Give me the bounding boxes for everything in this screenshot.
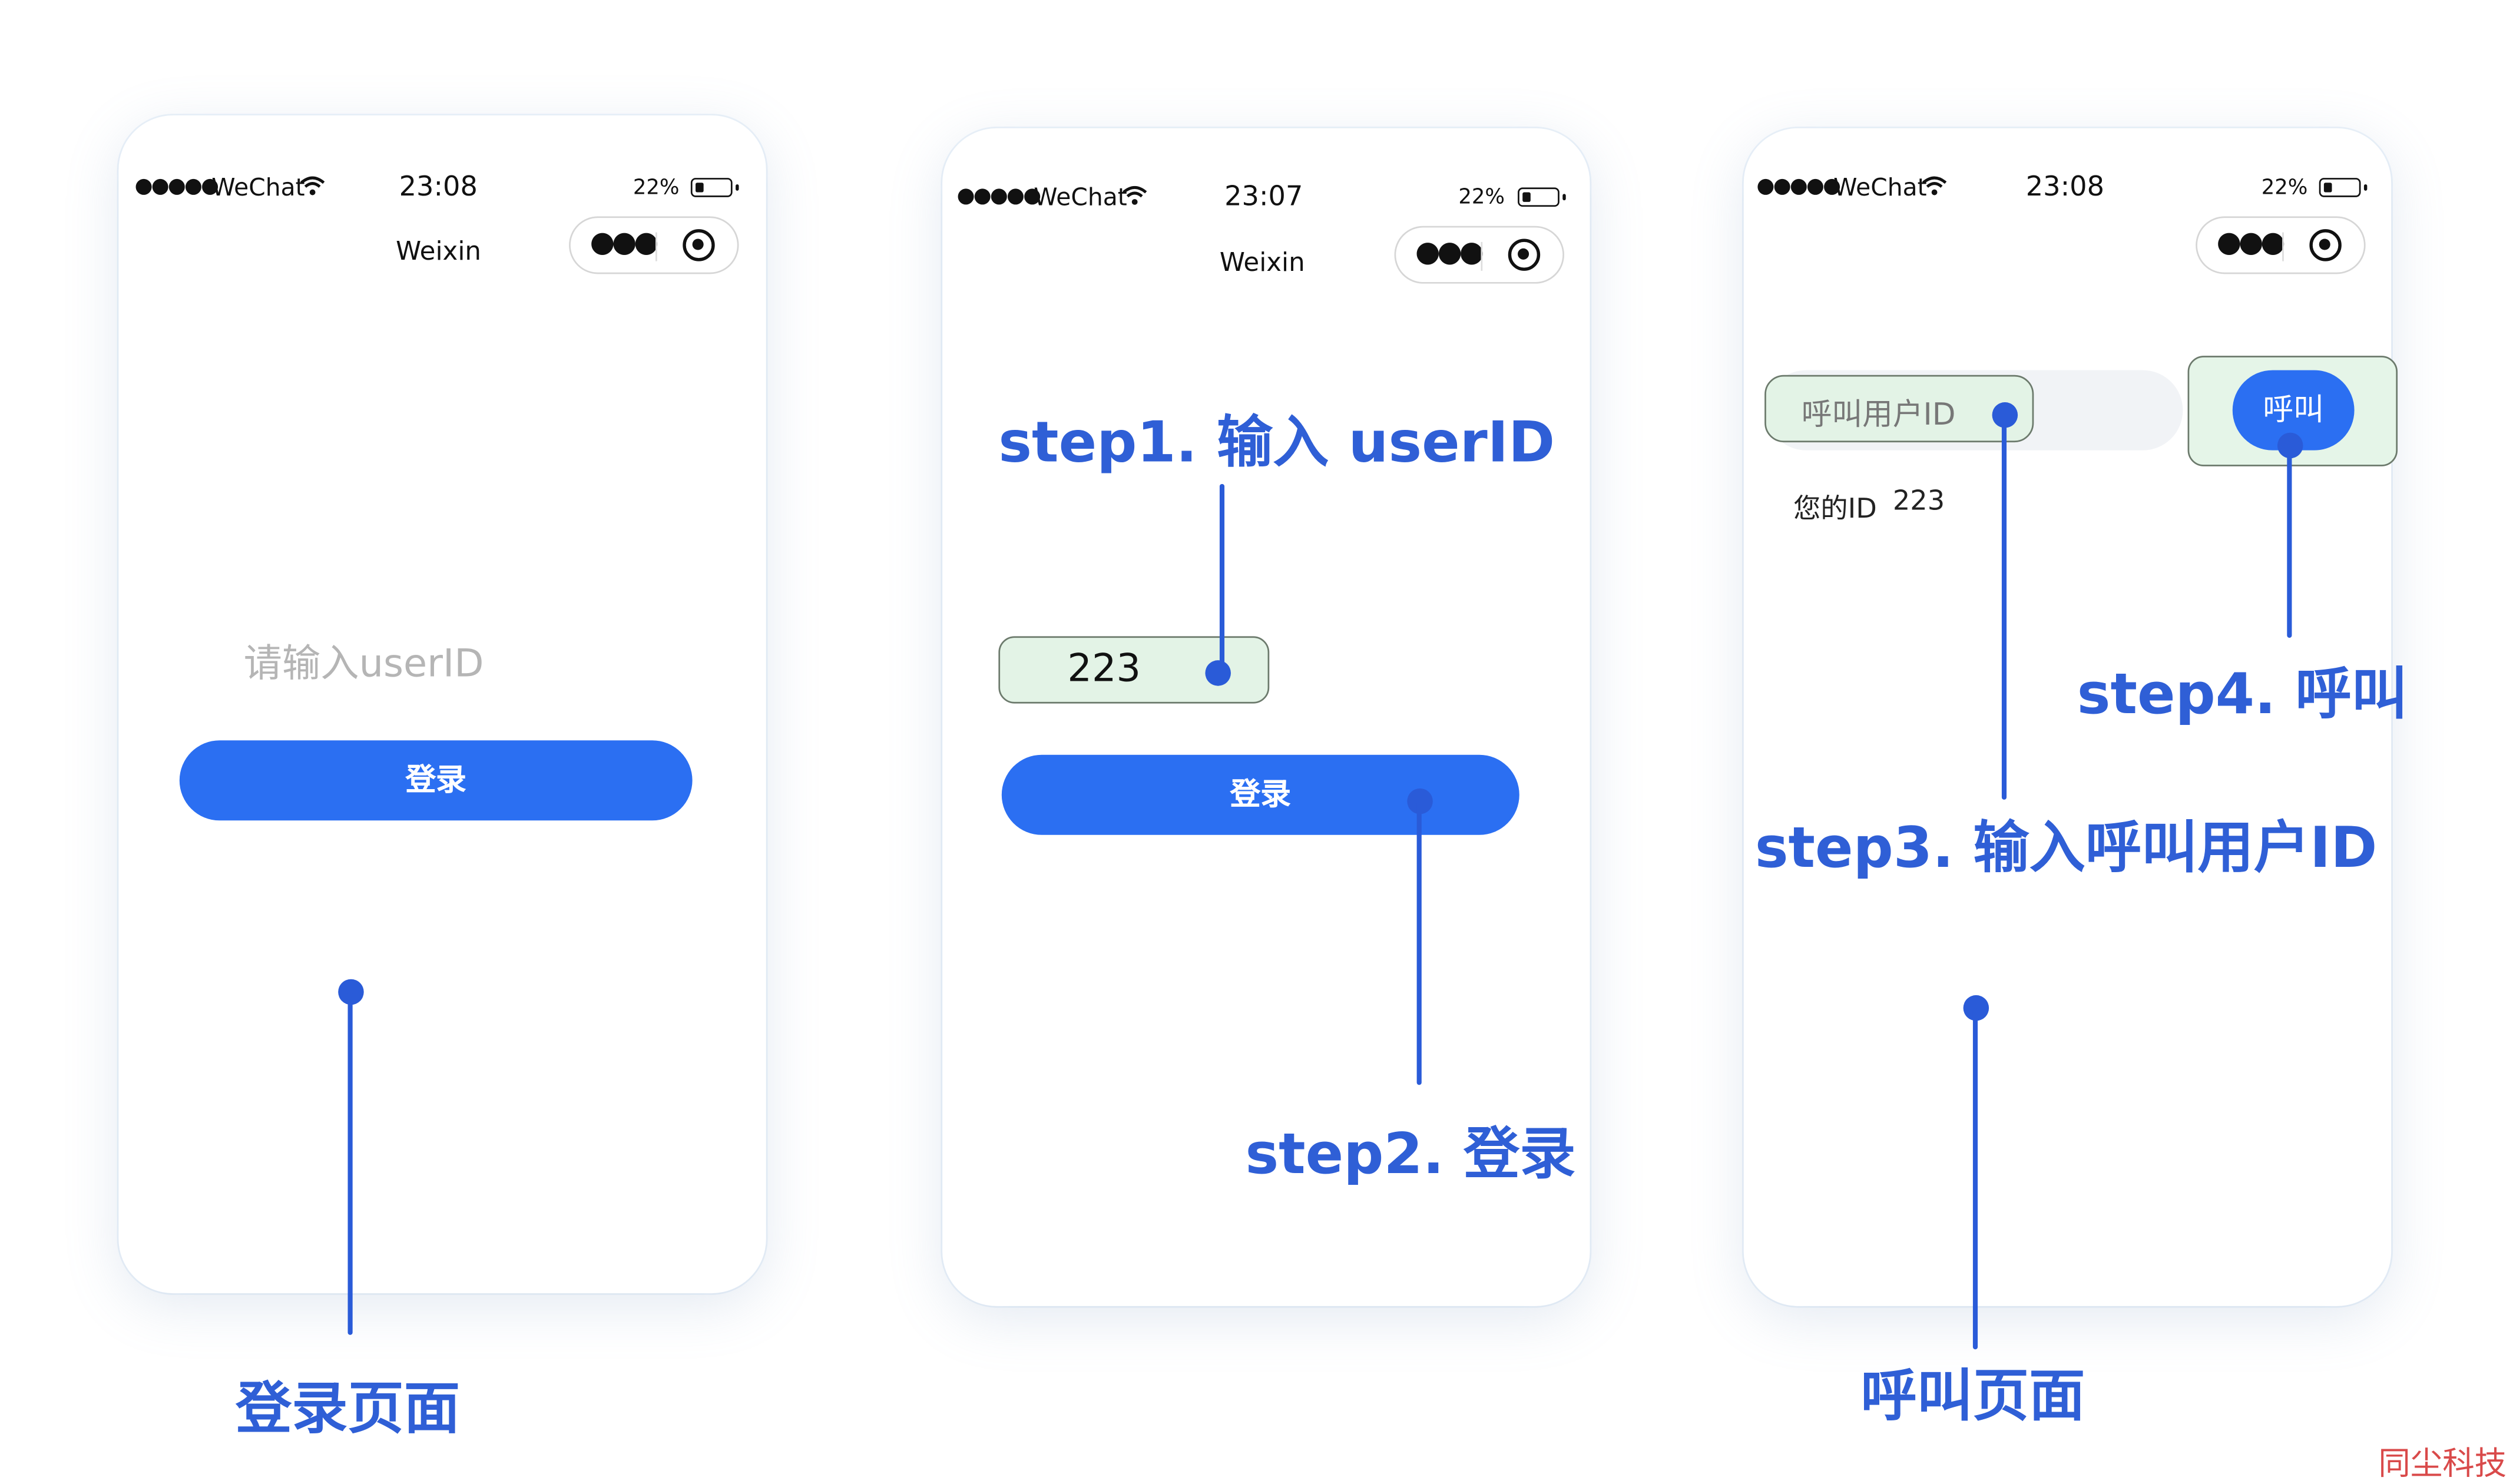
mini-program-capsule[interactable]: ●●● — [2196, 216, 2366, 274]
more-icon[interactable]: ●●● — [590, 226, 658, 260]
step4-annotation: step4. 呼叫 — [2077, 663, 2408, 728]
my-id-label: 您的ID — [1793, 493, 1877, 526]
login-button[interactable]: 登录 — [179, 740, 693, 821]
close-mini-program-icon[interactable] — [1508, 238, 1541, 271]
step3-connector — [2001, 415, 2007, 800]
login-button-label: 登录 — [1230, 777, 1292, 813]
step4-connector — [2287, 445, 2292, 638]
battery-icon — [2319, 178, 2368, 197]
clock: 23:08 — [399, 171, 478, 204]
step2-connector — [1416, 801, 1422, 1085]
more-icon[interactable]: ●●● — [1415, 236, 1484, 270]
wifi-icon — [1922, 176, 1947, 196]
signal-icon: ●●●●● — [956, 184, 1041, 208]
login-page-caption: 登录页面 — [236, 1378, 461, 1443]
capsule-divider — [2282, 232, 2284, 261]
battery-percent: 22% — [2261, 176, 2308, 201]
mini-program-capsule[interactable]: ●●● — [1394, 226, 1564, 284]
step1-annotation: step1. 输入 userID — [998, 412, 1555, 476]
login-page-connector — [347, 992, 353, 1335]
signal-icon: ●●●●● — [134, 174, 219, 199]
carrier-label: WeChat — [1034, 183, 1127, 212]
mini-program-capsule[interactable]: ●●● — [569, 216, 739, 274]
wifi-icon — [300, 176, 325, 196]
battery-percent: 22% — [633, 176, 680, 201]
call-page-connector — [1972, 1008, 1978, 1350]
carrier-label: WeChat — [211, 173, 305, 202]
capsule-divider — [655, 232, 657, 261]
nav-title: Weixin — [396, 236, 482, 266]
login-button-label: 登录 — [405, 763, 466, 799]
carrier-label: WeChat — [1833, 173, 1927, 202]
callee-id-input[interactable]: 呼叫用户ID — [1764, 375, 2034, 443]
signal-icon: ●●●●● — [1756, 174, 1841, 199]
more-icon[interactable]: ●●● — [2216, 226, 2286, 260]
step1-marker — [1205, 660, 1231, 686]
step2-annotation: step2. 登录 — [1245, 1123, 1576, 1188]
step3-annotation: step3. 输入呼叫用户ID — [1754, 817, 2378, 882]
battery-icon — [1518, 187, 1566, 207]
battery-icon — [690, 178, 739, 197]
clock: 23:08 — [2025, 171, 2105, 204]
step1-connector — [1219, 483, 1225, 673]
phone-call-screen: ●●●●● WeChat 23:08 22% ●●● 呼叫用户ID 您的ID 2… — [1743, 128, 2392, 1306]
userid-input[interactable]: 请输入userID — [244, 631, 644, 689]
battery-percent: 22% — [1458, 186, 1505, 210]
my-id-value: 223 — [1892, 485, 1945, 518]
call-page-caption: 呼叫页面 — [1860, 1365, 2085, 1430]
login-button[interactable]: 登录 — [1001, 754, 1519, 835]
clock: 23:07 — [1224, 181, 1303, 213]
userid-input-value: 223 — [1067, 645, 1141, 691]
watermark: 同尘科技 — [2378, 1443, 2507, 1483]
wifi-icon — [1123, 186, 1147, 205]
nav-title: Weixin — [1219, 247, 1305, 277]
call-button-label: 呼叫 — [2263, 392, 2324, 428]
capsule-divider — [1481, 241, 1483, 271]
close-mini-program-icon[interactable] — [683, 229, 715, 261]
close-mini-program-icon[interactable] — [2309, 229, 2342, 261]
userid-input-placeholder: 请输入userID — [243, 641, 484, 686]
phone-login-screen: ●●●●● WeChat 23:08 22% Weixin ●●● 请输入use… — [118, 115, 766, 1294]
callee-id-placeholder: 呼叫用户ID — [1801, 397, 1956, 433]
